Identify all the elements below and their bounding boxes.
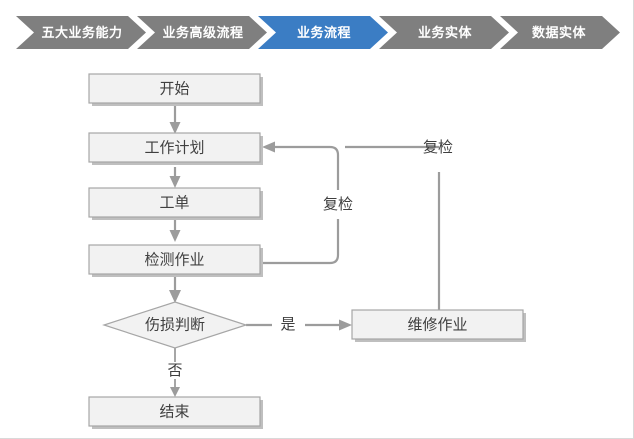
edge-label-recheck-inner: 复检	[323, 195, 353, 213]
edge-label-yes: 是	[280, 316, 295, 333]
edge-inspection-to-decision	[169, 274, 181, 303]
chevron-shape-active	[258, 16, 388, 49]
chevron-shape	[137, 16, 267, 49]
node-workplan[interactable]: 工作计划	[88, 132, 263, 165]
breadcrumb-item-3[interactable]: 业务实体	[379, 16, 509, 49]
node-decision-label: 伤损判断	[145, 316, 205, 333]
node-workplan-label: 工作计划	[144, 139, 204, 156]
breadcrumb-item-2[interactable]: 业务流程	[258, 16, 388, 49]
node-workorder[interactable]: 工单	[88, 187, 263, 220]
breadcrumb-item-1[interactable]: 业务高级流程	[137, 16, 267, 49]
edge-start-to-workplan	[169, 105, 181, 134]
edge-decision-to-repair	[246, 319, 352, 331]
node-inspection-label: 检测作业	[144, 251, 204, 268]
node-start[interactable]: 开始	[88, 73, 263, 106]
breadcrumb: 五大业务能力 业务高级流程 业务流程 业务实体 数据实体	[0, 16, 633, 49]
node-repair-label: 维修作业	[407, 316, 467, 333]
node-decision[interactable]: 伤损判断	[102, 301, 248, 349]
edge-label-recheck-outer: 复检	[423, 138, 453, 156]
breadcrumb-item-1-label: 业务高级流程	[162, 25, 243, 40]
edge-decision-to-end	[170, 348, 180, 397]
node-inspection[interactable]: 检测作业	[88, 244, 263, 277]
chevron-shape	[16, 16, 146, 49]
node-end[interactable]: 结束	[88, 396, 263, 429]
breadcrumb-item-0-label: 五大业务能力	[41, 25, 122, 40]
edge-inspection-to-workplan-recheck	[260, 141, 340, 265]
edge-workorder-to-inspection	[169, 220, 181, 242]
breadcrumb-item-3-label: 业务实体	[418, 25, 473, 40]
node-workorder-label: 工单	[159, 194, 189, 211]
chevron-shape	[500, 16, 620, 49]
breadcrumb-item-2-label: 业务流程	[297, 25, 351, 40]
edge-workplan-to-workorder	[169, 167, 181, 188]
edge-label-no: 否	[167, 362, 182, 379]
node-start-label: 开始	[159, 80, 189, 97]
chevron-shape	[379, 16, 509, 49]
breadcrumb-item-0[interactable]: 五大业务能力	[16, 16, 146, 49]
breadcrumb-item-4-label: 数据实体	[532, 25, 587, 40]
breadcrumb-item-4[interactable]: 数据实体	[500, 16, 620, 49]
edge-repair-to-workplan-recheck	[345, 145, 441, 310]
node-end-label: 结束	[159, 403, 189, 420]
node-repair[interactable]: 维修作业	[351, 309, 526, 342]
